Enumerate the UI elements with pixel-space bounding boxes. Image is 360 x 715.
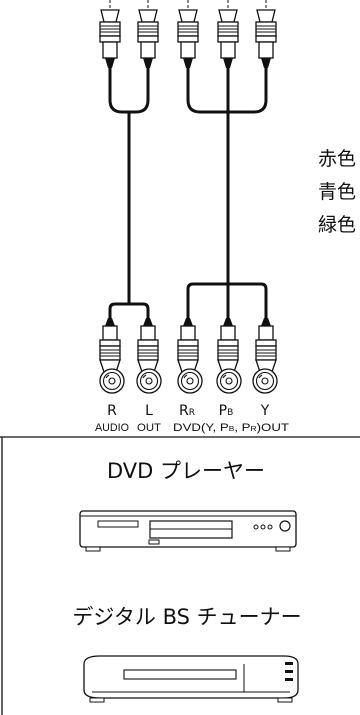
top-plug-group	[99, 0, 277, 68]
color-labels: 赤色 青色 緑色	[318, 148, 356, 236]
color-label-blue: 青色	[318, 181, 356, 203]
device-frame	[0, 436, 360, 715]
bs-tuner-icon	[83, 655, 299, 703]
jack-label-pb: PB	[219, 403, 234, 419]
jack-row	[99, 368, 278, 394]
jack-audio-l-icon	[136, 368, 162, 394]
top-plug-5	[255, 0, 277, 68]
top-plug-2	[137, 0, 159, 68]
cables	[108, 68, 268, 326]
audio-cable	[108, 68, 150, 326]
top-plug-1	[99, 0, 121, 68]
top-plug-3	[177, 0, 199, 68]
device-label-dvd: DVD プレーヤー	[107, 459, 265, 483]
color-label-red: 赤色	[318, 148, 356, 170]
bottom-plug-5	[255, 318, 277, 384]
jack-label-l: L	[145, 403, 153, 419]
jack-y-icon	[252, 368, 278, 394]
dvd-player-icon	[79, 510, 297, 552]
color-label-green: 緑色	[318, 214, 356, 236]
out-label: OUT	[137, 422, 161, 434]
jack-label-y: Y	[260, 403, 270, 419]
bottom-plug-group	[99, 318, 277, 384]
top-plug-4	[217, 0, 239, 68]
jack-audio-r-icon	[99, 368, 125, 394]
jack-pr-icon	[177, 368, 203, 394]
device-label-bs-tuner: デジタル BS チューナー	[72, 605, 301, 629]
jack-label-rr: RR	[179, 403, 195, 419]
video-cable	[186, 68, 268, 326]
audio-label: AUDIO	[95, 422, 129, 434]
jack-label-r: R	[107, 403, 117, 419]
jack-pb-icon	[216, 368, 242, 394]
